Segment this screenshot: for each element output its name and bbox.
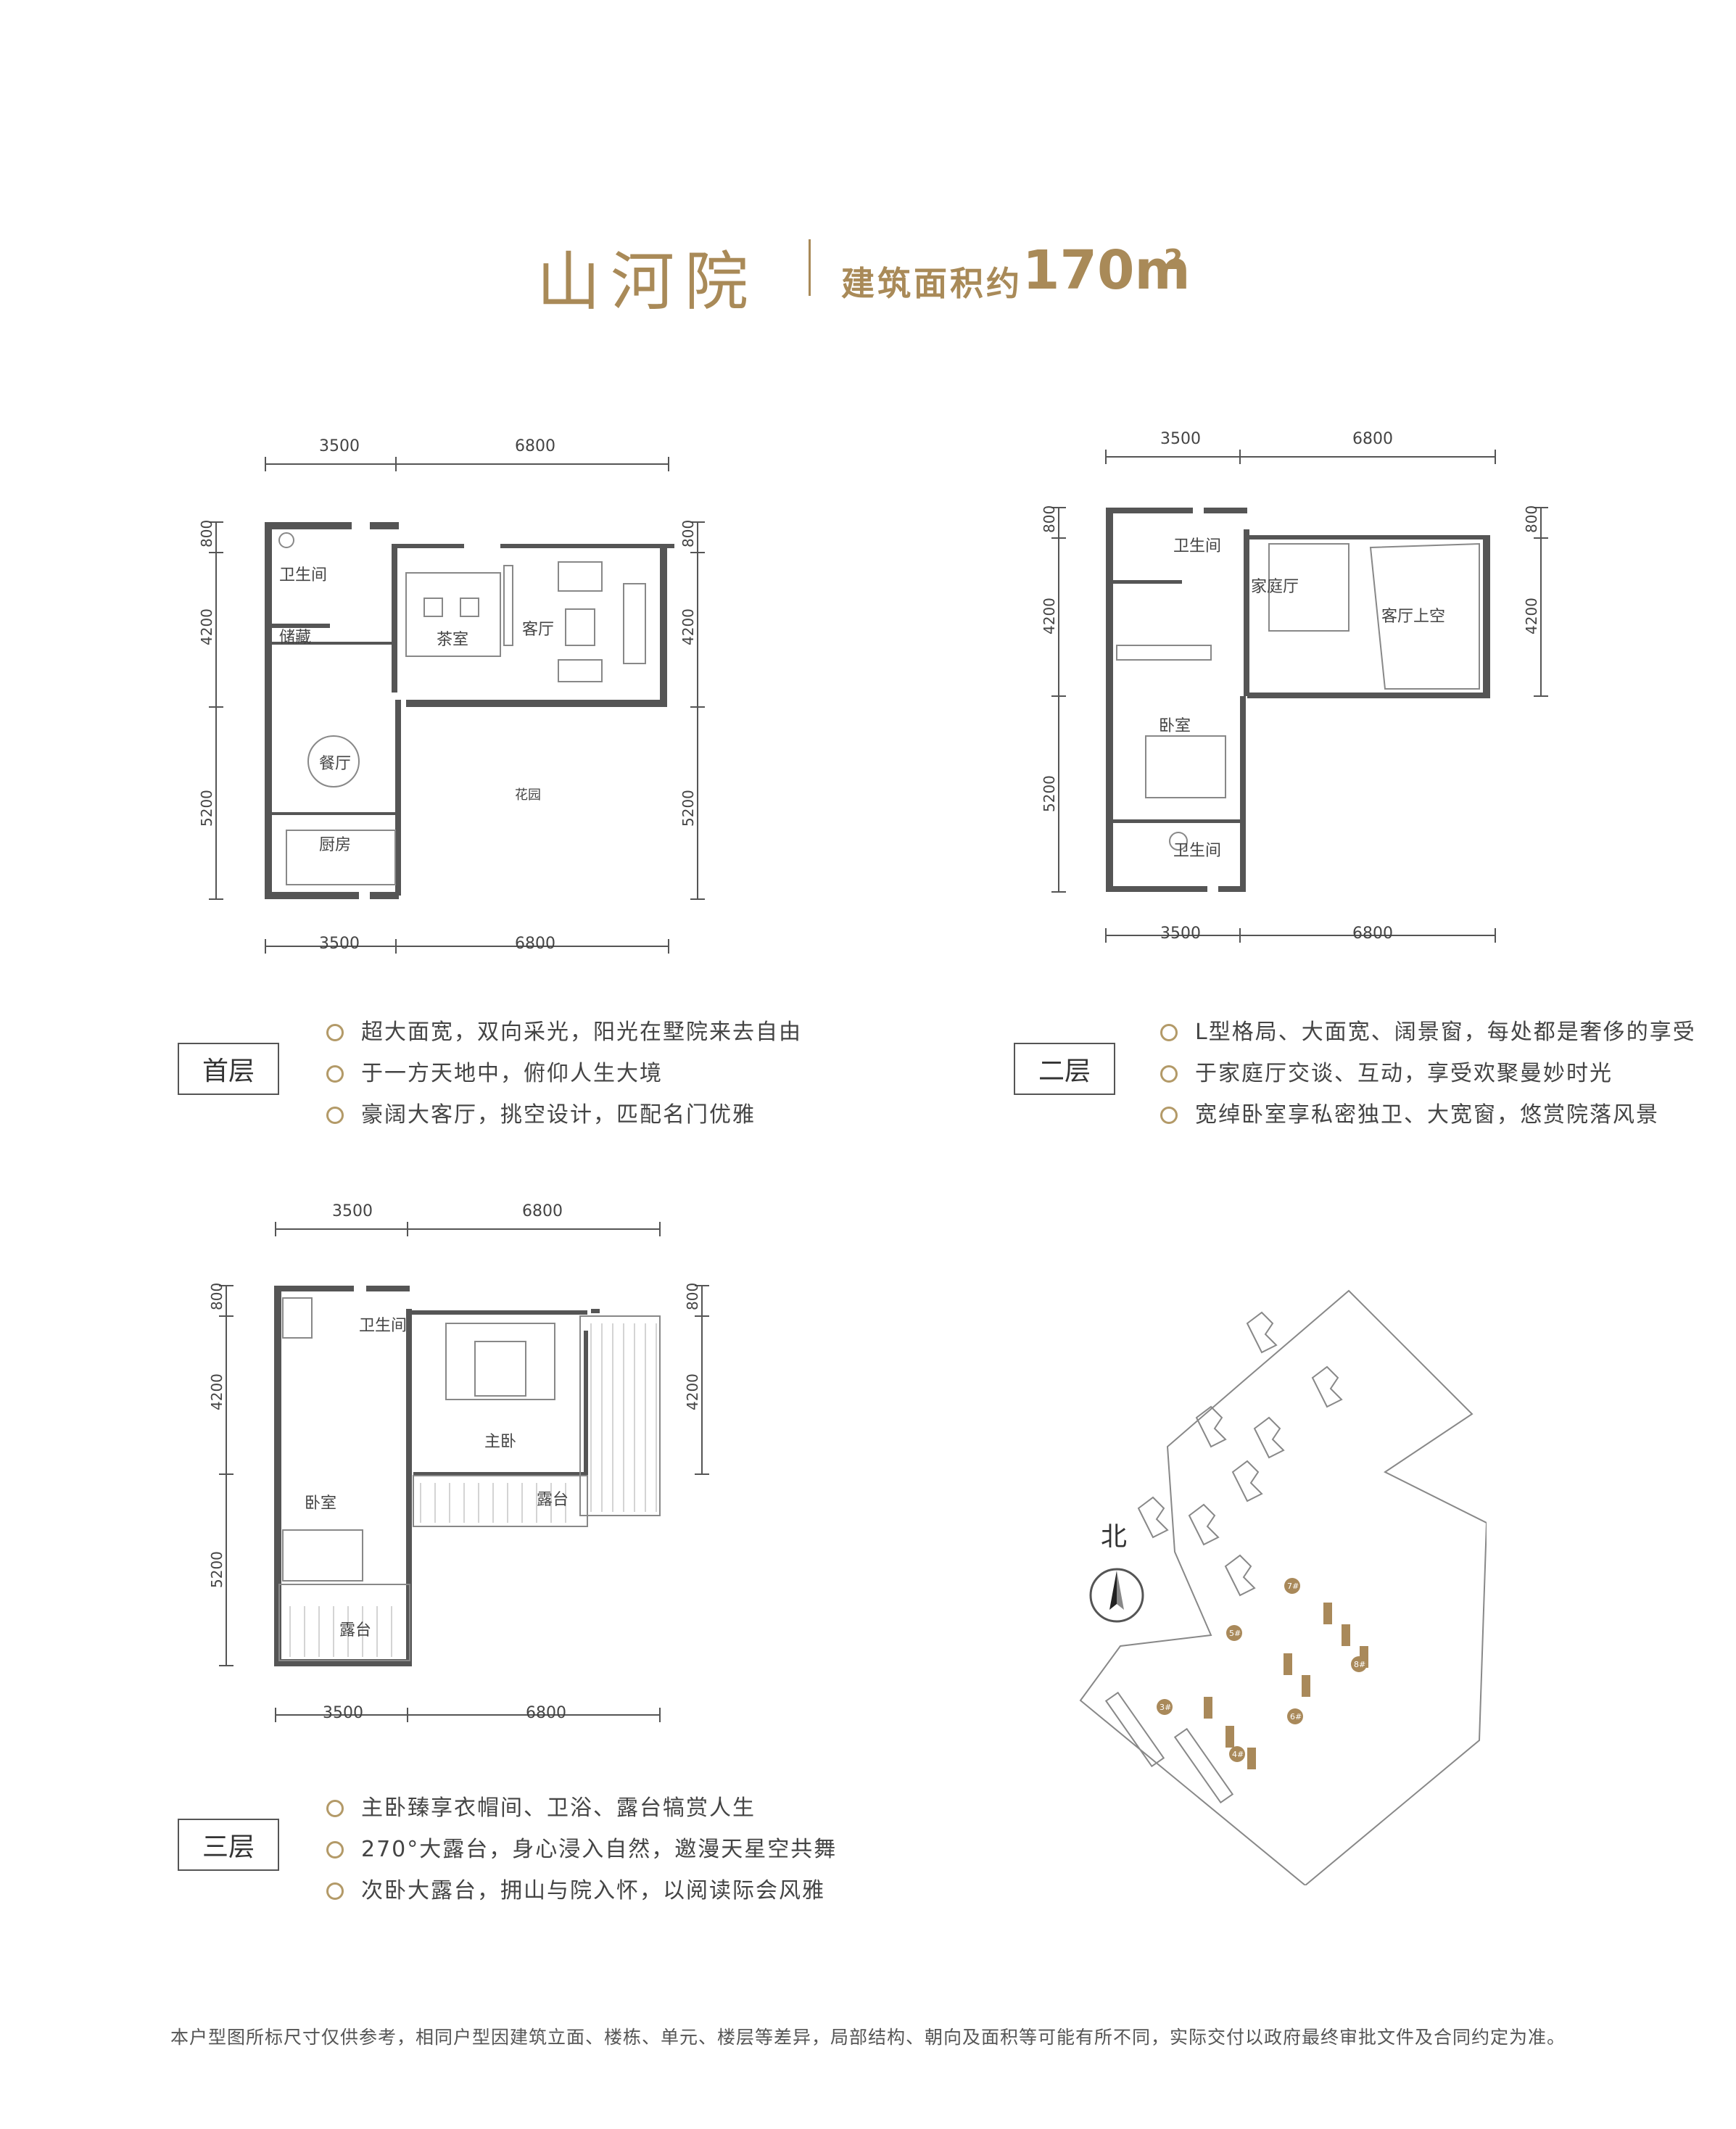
dim-left-1: 800 [208, 1283, 226, 1310]
bullet-icon [326, 1065, 344, 1083]
bullet-icon [326, 1882, 344, 1900]
room-storage: 储藏 [279, 629, 311, 647]
floor1-plan: 卫生间 储藏 茶室 客厅 餐厅 花园 厨房 3500 6800 3500 680… [198, 437, 705, 954]
dim-right-1: 800 [1523, 505, 1540, 533]
bullet-icon [326, 1841, 344, 1859]
dim-top-1: 3500 [332, 1202, 373, 1220]
dim-bottom-2: 6800 [1352, 925, 1393, 943]
dim-left-3: 5200 [1041, 775, 1058, 812]
dim-bottom-1: 3500 [1160, 925, 1201, 943]
floor2-feature-2: 于家庭厅交谈、互动，享受欢聚曼妙时光 [1160, 1055, 1613, 1087]
room-bedroom: 卧室 [305, 1495, 336, 1513]
building-6-marker [1287, 1708, 1303, 1724]
dim-right-1: 800 [679, 520, 697, 547]
dim-left-2: 4200 [198, 608, 215, 645]
disclaimer: 本户型图所标尺寸仅供参考，相同户型因建筑立面、楼栋、单元、楼层等差异，局部结构、… [170, 2027, 1566, 2048]
floor2-label: 二层 [1014, 1043, 1115, 1095]
area-label: 建筑面积约 [841, 264, 1022, 303]
building-4-label: 4# [1232, 1750, 1244, 1759]
floor3-feature-3: 次卧大露台，拥山与院入怀，以阅读际会风雅 [326, 1872, 825, 1904]
dim-top-1: 3500 [319, 437, 360, 455]
floor2-feature-1: L型格局、大面宽、阔景窗，每处都是奢侈的享受 [1160, 1014, 1696, 1046]
dim-top-1: 3500 [1160, 430, 1201, 448]
bullet-icon [1160, 1065, 1178, 1083]
room-garden: 花园 [515, 787, 541, 803]
room-terrace-main: 露台 [537, 1491, 569, 1509]
room-bedroom: 卧室 [1159, 717, 1191, 735]
building-4-marker [1229, 1746, 1245, 1762]
floor1-feature-1: 超大面宽，双向采光，阳光在墅院来去自由 [326, 1014, 802, 1046]
dim-left-3: 5200 [198, 790, 215, 827]
building-5-marker [1226, 1625, 1242, 1641]
building-5-label: 5# [1229, 1629, 1241, 1638]
building-8-marker [1351, 1656, 1367, 1672]
room-bathroom-upper: 卫生间 [1173, 537, 1221, 555]
area-value: 170m [1022, 239, 1191, 302]
dim-left-2: 4200 [1041, 598, 1058, 634]
floor2-feature-3: 宽绰卧室享私密独卫、大宽窗，悠赏院落风景 [1160, 1096, 1659, 1128]
dim-bottom-1: 3500 [323, 1704, 363, 1722]
dim-bottom-1: 3500 [319, 935, 360, 953]
floor3-label: 三层 [178, 1819, 279, 1871]
room-living: 客厅 [522, 621, 554, 639]
site-plan: 3# 4# 5# 6# 7# 8# [1079, 1289, 1487, 1885]
dim-right-2: 4200 [684, 1373, 701, 1410]
dim-left-2: 4200 [208, 1373, 226, 1410]
title-divider [809, 239, 811, 296]
dim-bottom-2: 6800 [515, 935, 555, 953]
floor3-plan: 卫生间 主卧 卧室 露台 露台 3500 6800 3500 6800 800 … [208, 1202, 709, 1722]
page-title: 山河院 [537, 244, 759, 319]
dim-right-2: 4200 [1523, 598, 1540, 634]
bullet-icon [326, 1107, 344, 1124]
building-6-label: 6# [1290, 1712, 1302, 1721]
dim-right-2: 4200 [679, 608, 697, 645]
bullet-icon [1160, 1107, 1178, 1124]
room-terrace-second: 露台 [339, 1621, 371, 1640]
room-tearoom: 茶室 [437, 631, 468, 649]
building-8-label: 8# [1354, 1660, 1365, 1669]
bullet-icon [1160, 1024, 1178, 1041]
room-kitchen: 厨房 [319, 836, 351, 854]
dim-right-3: 5200 [679, 790, 697, 827]
room-master-bedroom: 主卧 [484, 1433, 516, 1451]
bullet-icon [326, 1024, 344, 1041]
floor2-plan: 卫生间 家庭厅 客厅上空 卧室 卫生间 3500 6800 3500 6800 … [1041, 430, 1548, 943]
building-3-marker [1157, 1699, 1173, 1715]
dim-left-1: 800 [1041, 505, 1058, 533]
bullet-icon [326, 1800, 344, 1817]
room-living-void: 客厅上空 [1381, 608, 1445, 626]
north-arrow-icon [1089, 1568, 1144, 1623]
dim-left-3: 5200 [208, 1551, 226, 1588]
building-7-marker [1284, 1578, 1300, 1594]
dim-bottom-2: 6800 [526, 1704, 566, 1722]
building-7-label: 7# [1287, 1582, 1299, 1591]
north-label: 北 [1101, 1522, 1128, 1552]
building-3-label: 3# [1160, 1703, 1171, 1712]
area-unit-superscript: 2 [1164, 244, 1183, 276]
dim-top-2: 6800 [1352, 430, 1393, 448]
dim-left-1: 800 [198, 520, 215, 547]
room-family-hall: 家庭厅 [1251, 578, 1299, 596]
floor1-feature-2: 于一方天地中，俯仰人生大境 [326, 1055, 663, 1087]
dim-top-2: 6800 [515, 437, 555, 455]
floor1-feature-3: 豪阔大客厅，挑空设计，匹配名门优雅 [326, 1096, 756, 1128]
room-dining: 餐厅 [319, 755, 351, 773]
floor3-feature-2: 270°大露台，身心浸入自然，邀漫天星空共舞 [326, 1831, 837, 1863]
dim-right-1: 800 [684, 1283, 701, 1310]
room-bathroom: 卫生间 [279, 566, 327, 584]
dim-top-2: 6800 [522, 1202, 563, 1220]
room-bathroom-lower: 卫生间 [1173, 842, 1221, 860]
floor1-label: 首层 [178, 1043, 279, 1095]
floor3-feature-1: 主卧臻享衣帽间、卫浴、露台犒赏人生 [326, 1790, 756, 1822]
room-bathroom: 卫生间 [359, 1317, 407, 1335]
